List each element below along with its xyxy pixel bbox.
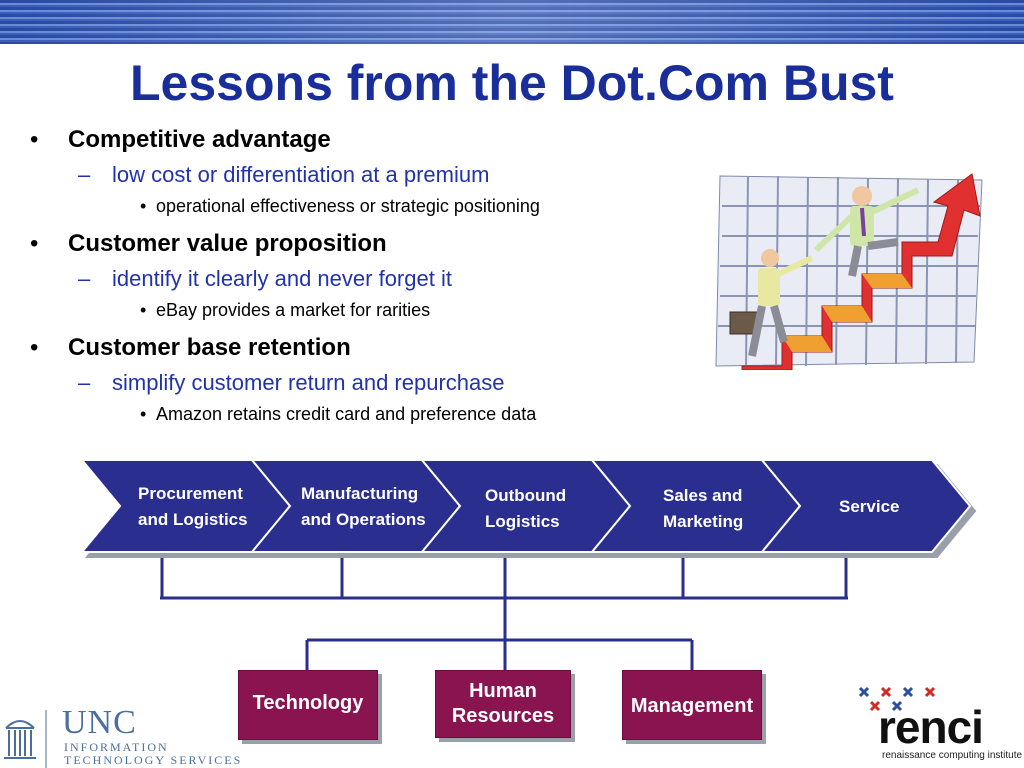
businessman-upper — [813, 186, 920, 277]
chevron-label-procurement: Procurement and Logistics — [138, 481, 248, 533]
chevron-label-line: Manufacturing — [301, 484, 419, 503]
renci-logo-tagline: renaissance computing institute — [882, 750, 1023, 761]
bullet-detail-text: eBay provides a market for rarities — [156, 300, 431, 320]
bullet-detail-text: operational effectiveness or strategic p… — [156, 196, 540, 216]
bullet-marker: • — [140, 196, 147, 216]
chevron-label-line: Outbound — [485, 486, 567, 505]
bullet-sub-text: identify it clearly and never forget it — [112, 266, 452, 291]
chevron-service — [759, 459, 972, 553]
bullet-detail-3: • Amazon retains credit card and preferen… — [30, 402, 710, 426]
bullet-list: •Competitive advantage –low cost or diff… — [30, 120, 710, 436]
chevron-label-line: and Operations — [301, 510, 426, 529]
businessman-lower — [729, 249, 814, 357]
growth-arrow-clipart — [715, 173, 983, 370]
unc-old-well-icon — [4, 710, 47, 768]
bullet-heading-2: • Customer value proposition — [30, 228, 710, 260]
support-box-label: Technology — [252, 692, 364, 714]
renci-logo-text: renci — [878, 701, 984, 753]
support-box-human-resources: Human Resources — [435, 670, 571, 738]
chevron-label-manufacturing: Manufacturing and Operations — [301, 481, 426, 533]
chevron-label-line: Sales and — [663, 486, 743, 505]
chevron-label-line: Service — [839, 497, 900, 516]
dash-marker: – — [78, 162, 91, 187]
header-stripe-bar — [0, 0, 1024, 44]
dash-marker: – — [78, 370, 91, 395]
bullet-sub-3: –simplify customer return and repurchase — [30, 368, 710, 398]
unc-logo-subtitle: TECHNOLOGY SERVICES — [64, 753, 243, 767]
chevron-label-line: Marketing — [663, 512, 744, 531]
bullet-sub-text: simplify customer return and repurchase — [112, 370, 505, 395]
slide-title: Lessons from the Dot.Com Bust — [130, 55, 894, 111]
support-box-label: Management — [630, 695, 754, 717]
support-box-label: Human — [469, 680, 537, 702]
chevron-label-sales: Sales and Marketing — [663, 483, 743, 535]
unc-logo-subtitle: INFORMATION — [64, 740, 169, 754]
bullet-marker: • — [140, 300, 147, 320]
bullet-marker: • — [30, 334, 39, 361]
unc-logo-text: UNC — [62, 704, 137, 741]
chevron-label-line: and Logistics — [138, 510, 248, 529]
chevron-label-line: Procurement — [138, 484, 243, 503]
support-box-label: Resources — [451, 705, 555, 727]
bullet-detail-1: • operational effectiveness or strategic … — [30, 194, 710, 218]
bullet-heading-text: Customer value proposition — [68, 230, 387, 257]
support-box-technology: Technology — [238, 670, 378, 740]
bullet-marker: • — [30, 230, 39, 257]
bullet-detail-text: Amazon retains credit card and preferenc… — [156, 404, 537, 424]
bullet-sub-1: –low cost or differentiation at a premiu… — [30, 160, 710, 190]
bullet-heading-1: • Competitive advantage — [30, 124, 710, 156]
renci-crosses-icon — [858, 686, 936, 712]
bullet-heading-text: Competitive advantage — [68, 126, 331, 153]
bullet-heading-text: Customer base retention — [68, 334, 351, 361]
bullet-detail-2: • eBay provides a market for rarities — [30, 298, 710, 322]
chevron-label-outbound: Outbound Logistics — [485, 483, 566, 535]
bullet-marker: • — [140, 404, 147, 424]
bullet-sub-2: –identify it clearly and never forget it — [30, 264, 710, 294]
bullet-marker: • — [30, 126, 39, 153]
chevron-label-service: Service — [839, 494, 900, 520]
value-chain-chevrons — [80, 459, 972, 553]
chevron-label-line: Logistics — [485, 512, 560, 531]
bullet-sub-text: low cost or differentiation at a premium — [112, 162, 490, 187]
dash-marker: – — [78, 266, 91, 291]
support-box-management: Management — [622, 670, 762, 740]
bullet-heading-3: • Customer base retention — [30, 332, 710, 364]
